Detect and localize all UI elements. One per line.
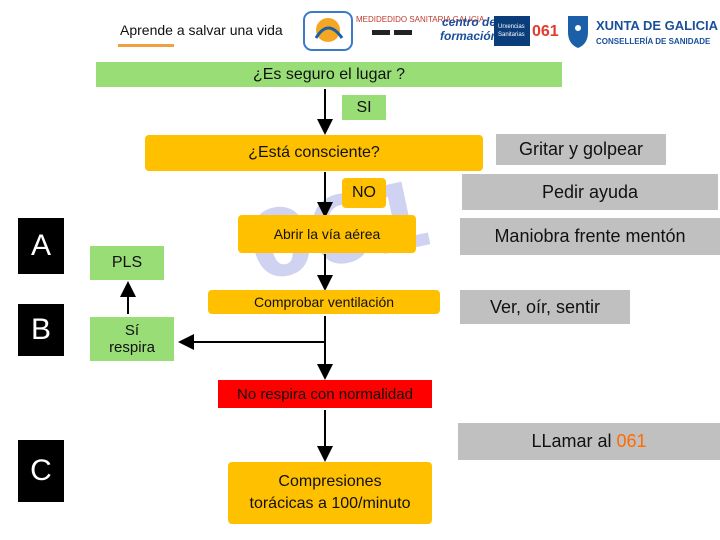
small-logo-icon (372, 30, 390, 35)
step-letter-a: A (18, 218, 64, 274)
step-letter-c: C (18, 440, 64, 502)
step-letter-b: B (18, 304, 64, 356)
compressions-line2: torácicas a 100/minuto (249, 495, 411, 512)
xunta-line1: XUNTA DE GALICIA (596, 18, 719, 33)
open-airway-box: Abrir la vía aérea (238, 215, 416, 253)
galicia-shield-icon (568, 16, 588, 48)
call-prefix: LLamar al (531, 431, 612, 451)
urgencias-line1: Urxencias (498, 24, 525, 30)
see-action-box: Ver, oír, sentir (460, 290, 630, 324)
org-text: MEDIDEDIDO SANITARIA GALICIA (356, 15, 485, 24)
logo-061-text: 061 (532, 23, 559, 40)
check-breathing-box: Comprobar ventilación (208, 290, 440, 314)
logo-strip: MEDIDEDIDO SANITARIA GALICIA centro de f… (296, 8, 720, 54)
heart-logo-icon (303, 11, 353, 51)
compressions-line1: Compresiones (278, 473, 382, 490)
header-title: Aprende a salvar una vida (120, 22, 283, 38)
yes-box: SI (342, 95, 386, 120)
breathes-box: Sí respira (90, 317, 174, 361)
centro-line2: formación (440, 29, 498, 43)
breathes-line2: respira (109, 339, 155, 356)
pls-box: PLS (90, 246, 164, 280)
safe-question-box: ¿Es seguro el lugar ? (96, 62, 562, 87)
header-underline (118, 44, 174, 47)
centro-line1: centro de (442, 15, 496, 29)
not-breathing-box: No respira con normalidad (218, 380, 432, 408)
small-logo-icon-2 (394, 30, 412, 35)
conscious-question-box: ¿Está consciente? (145, 135, 483, 171)
call-action-box: LLamar al 061 (458, 423, 720, 460)
xunta-line2: CONSELLERÍA DE SANIDADE (596, 37, 711, 46)
shout-action-box: Gritar y golpear (496, 134, 666, 165)
no-box: NO (342, 178, 386, 208)
maneuver-action-box: Maniobra frente mentón (460, 218, 720, 255)
call-number: 061 (616, 431, 647, 451)
help-action-box: Pedir ayuda (462, 174, 718, 210)
compressions-box: Compresiones torácicas a 100/minuto (228, 462, 432, 524)
urgencias-line2: Sanitarias (498, 32, 525, 38)
urgencias-logo-icon (494, 16, 530, 46)
logos-graphic: MEDIDEDIDO SANITARIA GALICIA centro de f… (303, 11, 719, 51)
breathes-line1: Sí (124, 322, 140, 339)
